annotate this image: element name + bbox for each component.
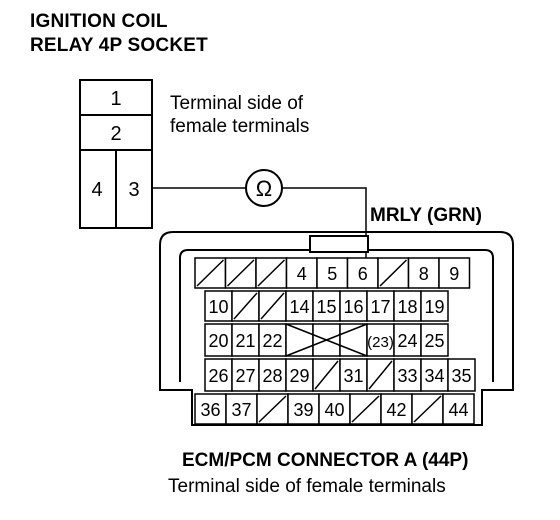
terminal-number-29: 29 [289, 366, 309, 386]
unused-terminal-mark [413, 395, 442, 423]
terminal-cell [442, 393, 475, 425]
terminal-number-31: 31 [343, 366, 363, 386]
terminal-number-6: 6 [358, 264, 368, 284]
terminal-number-34: 34 [424, 366, 444, 386]
unused-terminal-mark [233, 292, 258, 320]
terminal-cell [420, 323, 449, 357]
terminal-number-39: 39 [293, 400, 313, 420]
unused-terminal-mark [351, 395, 380, 423]
terminal-number-4: 4 [297, 264, 307, 284]
terminal-number-26: 26 [208, 366, 228, 386]
relay-terminal-1: 1 [110, 88, 121, 110]
relay-desc-line1: Terminal side of [170, 93, 304, 114]
terminal-cell [194, 393, 227, 425]
relay-terminal-4: 4 [91, 179, 102, 201]
unused-terminal-mark [257, 259, 286, 287]
terminal-cell [393, 358, 422, 392]
terminal-cell [438, 257, 471, 289]
terminal-cell [447, 358, 476, 392]
terminal-cell [231, 323, 260, 357]
terminal-number-24: 24 [397, 331, 417, 351]
terminal-cell [258, 323, 287, 357]
terminal-number-19: 19 [424, 297, 444, 317]
housing-outer [159, 231, 514, 426]
terminal-cell [420, 358, 449, 392]
unused-terminal-mark [368, 360, 393, 390]
terminal-number-18: 18 [397, 297, 417, 317]
terminal-cell [420, 290, 449, 322]
ecm-connector-housing [159, 231, 514, 426]
unused-terminal-mark [196, 259, 225, 287]
ohm-symbol: Ω [256, 176, 272, 201]
terminal-cell [258, 358, 287, 392]
terminal-cell [393, 290, 422, 322]
terminal-cell [287, 393, 320, 425]
terminal-number-36: 36 [200, 400, 220, 420]
relay-socket-description: Terminal side of female terminals [170, 92, 309, 138]
relay-terminal-3: 3 [128, 179, 139, 201]
terminal-cell [231, 358, 260, 392]
terminal-number-33: 33 [397, 366, 417, 386]
terminal-number-8: 8 [419, 264, 429, 284]
terminal-number-37: 37 [231, 400, 251, 420]
ohmmeter-icon [245, 169, 283, 207]
terminal-number-14: 14 [289, 297, 309, 317]
unused-terminal-mark [258, 395, 287, 423]
terminal-number-15: 15 [316, 297, 336, 317]
relay-socket-title: IGNITION COIL RELAY 4P SOCKET [30, 10, 208, 58]
terminal-number-25: 25 [424, 331, 444, 351]
relay-terminal-2: 2 [110, 123, 121, 145]
ecm-connector-description: Terminal side of female terminals [168, 476, 446, 497]
mrly-wire-label: MRLY (GRN) [370, 205, 482, 226]
terminal-number-22: 22 [262, 331, 282, 351]
unused-terminal-mark [226, 259, 255, 287]
terminal-number-27: 27 [235, 366, 255, 386]
unused-terminal-mark [285, 323, 368, 357]
terminal-number-21: 21 [235, 331, 255, 351]
terminal-number-40: 40 [324, 400, 344, 420]
terminal-number-20: 20 [208, 331, 228, 351]
terminal-number-35: 35 [451, 366, 471, 386]
relay-title-line1: IGNITION COIL [30, 11, 168, 32]
relay-title-line2: RELAY 4P SOCKET [30, 35, 208, 56]
unused-terminal-mark [379, 259, 408, 287]
terminal-number-9: 9 [449, 264, 459, 284]
terminal-cell [285, 257, 318, 289]
terminal-cell [346, 257, 379, 289]
terminal-number-16: 16 [343, 297, 363, 317]
terminal-cell [316, 257, 349, 289]
unused-terminal-mark [314, 360, 339, 390]
terminal-number-42: 42 [386, 400, 406, 420]
terminal-number-44: 44 [448, 400, 468, 420]
terminal-number-17: 17 [370, 297, 390, 317]
terminal-cell [366, 323, 395, 357]
terminal-cell [339, 358, 368, 392]
terminal-cell [312, 323, 341, 357]
ecm-connector-title: ECM/PCM CONNECTOR A (44P) [182, 450, 469, 471]
terminal-number-10: 10 [208, 297, 228, 317]
unused-terminal-mark [260, 292, 285, 320]
terminal-number-5: 5 [327, 264, 337, 284]
terminal-number-28: 28 [262, 366, 282, 386]
terminal-number-23: (23) [367, 334, 394, 351]
terminal-cell [318, 393, 351, 425]
relay-desc-line2: female terminals [170, 116, 310, 137]
connector-lock-tab [309, 235, 369, 253]
relay-socket [79, 79, 153, 229]
